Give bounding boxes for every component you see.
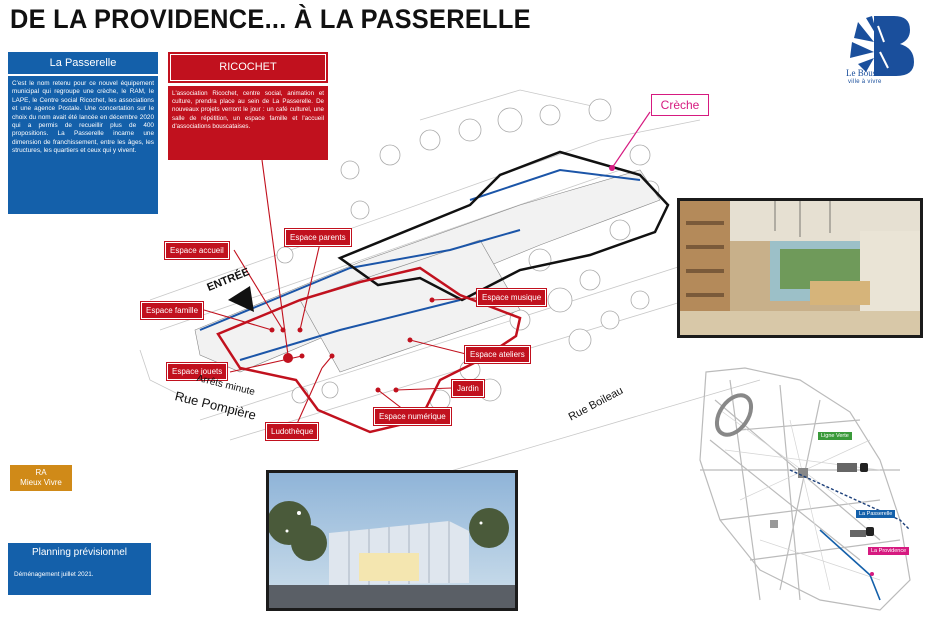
label-espace-accueil: Espace accueil <box>165 242 229 259</box>
logo-name: Le Bouscat <box>846 68 887 78</box>
passerelle-text: C'est le nom retenu pour ce nouvel équip… <box>8 76 158 214</box>
label-espace-parents: Espace parents <box>285 229 351 246</box>
ra-badge: RA Mieux Vivre <box>10 465 72 491</box>
ra-line2: Mieux Vivre <box>20 478 62 487</box>
map-label-providence: La Providence <box>868 547 910 555</box>
logo-tagline: ville à vivre <box>848 79 882 85</box>
label-jardin: Jardin <box>452 380 484 397</box>
passerelle-title: La Passerelle <box>8 52 158 74</box>
ricochet-text: L'association Ricochet, centre social, a… <box>168 86 328 160</box>
map-station-marker-1 <box>837 463 857 472</box>
creche-label: Crèche <box>651 94 709 116</box>
ra-line1: RA <box>35 468 47 477</box>
label-espace-ateliers: Espace ateliers <box>465 346 530 363</box>
label-ludotheque: Ludothèque <box>266 423 319 440</box>
label-espace-famille: Espace famille <box>141 302 204 319</box>
label-espace-numerique: Espace numérique <box>374 408 451 425</box>
planning-box: Planning prévisionnel Déménagement juill… <box>8 543 151 595</box>
page-title: DE LA PROVIDENCE... À LA PASSERELLE <box>10 4 531 34</box>
label-espace-musique: Espace musique <box>477 289 547 306</box>
ricochet-title: RICOCHET <box>168 52 328 83</box>
map-label-ligne-verte: Ligne Verte <box>818 432 852 440</box>
map-station-marker-2 <box>850 530 866 537</box>
planning-title: Planning prévisionnel <box>31 547 128 558</box>
interior-photo <box>677 198 923 338</box>
planning-text: Déménagement juillet 2021. <box>14 571 94 578</box>
le-bouscat-logo <box>850 16 914 76</box>
label-espace-jouets: Espace jouets <box>167 363 228 380</box>
exterior-photo <box>266 470 518 611</box>
map-label-passerelle: La Passerelle <box>856 510 896 518</box>
